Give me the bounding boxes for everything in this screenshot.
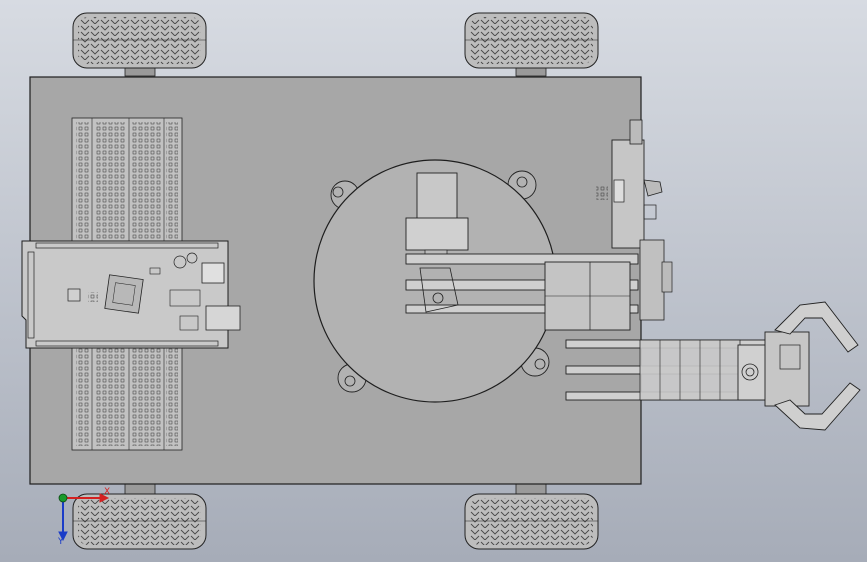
- base-servo: [405, 172, 469, 257]
- wheel-front-right: [464, 12, 599, 77]
- usb-port: [205, 305, 241, 331]
- shoulder-horn: [419, 267, 459, 313]
- microcontroller-board[interactable]: [21, 240, 241, 349]
- robot-arm[interactable]: [405, 253, 767, 401]
- wheel-rear-right: [464, 483, 599, 550]
- coordinate-triad: X Y: [57, 487, 110, 547]
- wheel-rear-left: [72, 483, 207, 550]
- wheel-front-left: [72, 12, 207, 77]
- power-jack: [201, 262, 225, 284]
- breadboard-top: [71, 117, 183, 247]
- mcu-chip: [104, 274, 144, 314]
- breadboard-bottom: [71, 341, 183, 451]
- triad-x-label: X: [104, 487, 110, 497]
- elbow-servo: [544, 261, 631, 331]
- reset-button[interactable]: [67, 288, 81, 302]
- gripper[interactable]: [737, 301, 861, 431]
- gripper-jaw-top[interactable]: [774, 301, 859, 353]
- triad-y-label: Y: [57, 537, 64, 547]
- gripper-jaw-bottom[interactable]: [774, 382, 861, 431]
- sensor-module: [596, 119, 673, 321]
